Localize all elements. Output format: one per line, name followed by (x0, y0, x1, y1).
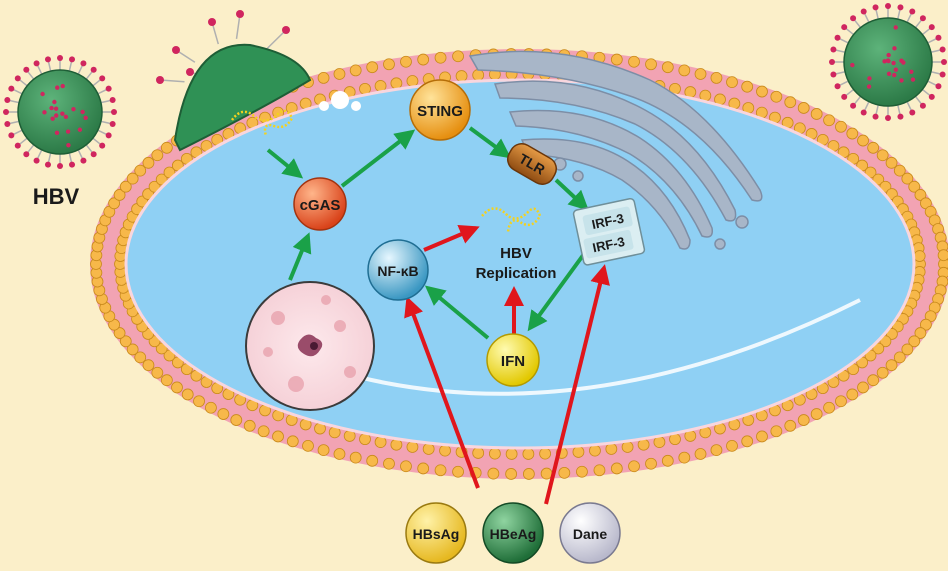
hbsag-node: HBsAg (406, 503, 466, 563)
hbv-virion-left (3, 55, 117, 169)
hbv-title: HBV (33, 184, 80, 209)
irf3-node: IRF-3 IRF-3 (573, 198, 645, 266)
dane-node: Dane (560, 503, 620, 563)
hbv-replication-line2: Replication (476, 265, 557, 282)
sting-label: STING (417, 103, 463, 120)
hbsag-label: HBsAg (413, 526, 460, 542)
hbeag-node: HBeAg (483, 503, 543, 563)
nfkb-node: NF-κB (368, 240, 428, 300)
dane-label: Dane (573, 526, 607, 542)
hbeag-label: HBeAg (490, 526, 537, 542)
sting-node: STING (410, 80, 470, 140)
nucleus (246, 282, 374, 410)
hbv-replication-line1: HBV (500, 245, 532, 262)
ifn-node: IFN (487, 334, 539, 386)
cgas-label: cGAS (300, 197, 341, 214)
cgas-node: cGAS (294, 178, 346, 230)
hbv-virion-right (829, 3, 947, 121)
nfkb-label: NF-κB (377, 263, 418, 279)
cytoplasm (126, 80, 914, 448)
ifn-label: IFN (501, 353, 525, 370)
